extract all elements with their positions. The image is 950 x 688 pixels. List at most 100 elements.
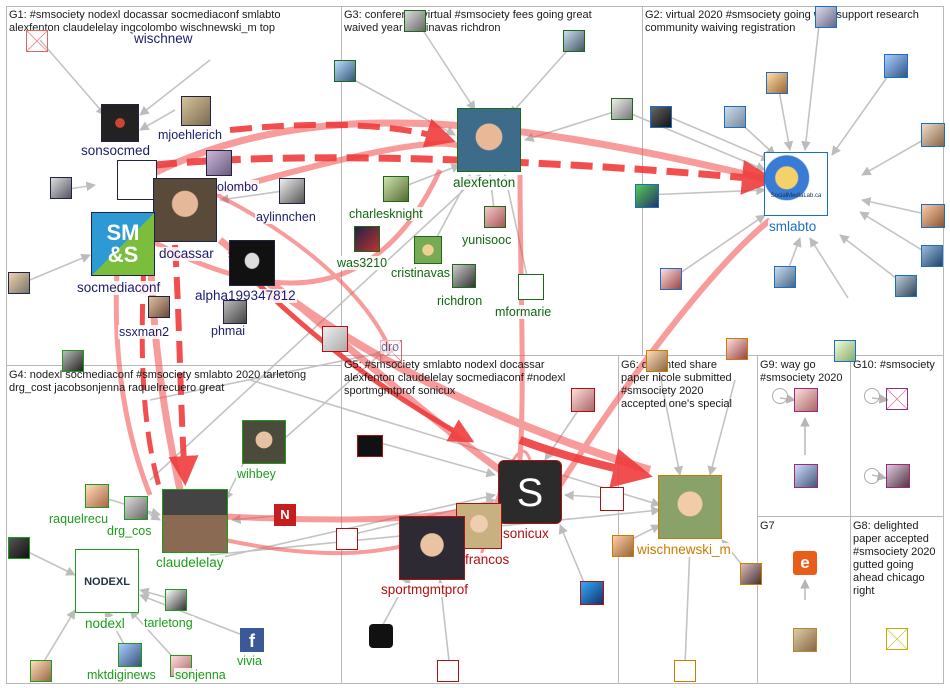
broken-image-node[interactable] — [26, 30, 48, 52]
label-mformarie: mformarie — [494, 305, 553, 319]
avatar-g2-3[interactable] — [884, 54, 908, 78]
label-yunisooc: yunisooc — [461, 233, 513, 247]
label-sonicux: sonicux — [502, 526, 550, 541]
avatar-dataroom[interactable] — [117, 160, 157, 200]
group-title-g5: G5: #smsociety smlabto nodexl docassar a… — [344, 359, 566, 397]
avatar-cristinavas[interactable] — [414, 236, 442, 264]
avatar-g2-7[interactable] — [635, 184, 659, 208]
avatar-g10-1[interactable] — [864, 388, 880, 404]
avatar-g9-3[interactable] — [794, 464, 818, 488]
avatar-g3-left[interactable] — [334, 60, 356, 82]
avatar-g2-8[interactable] — [921, 204, 945, 228]
avatar-small-left[interactable] — [50, 177, 72, 199]
avatar-sportmgmtprof[interactable] — [399, 516, 465, 580]
avatar-g3-top1[interactable] — [404, 10, 426, 32]
avatar-yunisooc[interactable] — [484, 206, 506, 228]
logo-smlabto[interactable]: SocialMediaLab.ca — [764, 152, 828, 216]
avatar-g6-1[interactable] — [646, 350, 668, 372]
avatar-was3210[interactable] — [354, 226, 380, 252]
avatar-alpha199347812[interactable] — [229, 240, 275, 286]
avatar-g5-7[interactable] — [580, 581, 604, 605]
avatar-mktdiginews[interactable] — [118, 643, 142, 667]
avatar-g2-11[interactable] — [774, 266, 796, 288]
avatar-g4-bottom[interactable] — [30, 660, 52, 682]
avatar-claudelelay[interactable] — [162, 489, 228, 553]
avatar-charlesknight[interactable] — [383, 176, 409, 202]
avatar-g9-1[interactable] — [772, 388, 788, 404]
avatar-wihbey[interactable] — [242, 420, 286, 464]
avatar-ssxman2[interactable] — [148, 296, 170, 318]
logo-sonicux[interactable]: S — [498, 460, 562, 524]
label-colombo: olombo — [216, 180, 259, 194]
avatar-g5-1[interactable] — [357, 435, 383, 457]
avatar-mformarie[interactable] — [518, 274, 544, 300]
label-wischnewski-m: wischnewski_m — [636, 542, 732, 557]
avatar-g10-3[interactable] — [886, 464, 910, 488]
label-vivia: vivia — [236, 654, 264, 668]
logo-nodexl[interactable]: NODEXL — [75, 549, 139, 613]
label-dro: dro — [380, 340, 401, 354]
avatar-g5-3[interactable] — [369, 624, 393, 648]
avatar-far-left[interactable] — [8, 272, 30, 294]
avatar-g3-top2[interactable] — [563, 30, 585, 52]
avatar-g6-4[interactable] — [740, 563, 762, 585]
logo-e-orange[interactable]: e — [793, 551, 817, 575]
label-sportmgmtprof: sportmgmtprof — [380, 582, 470, 597]
avatar-g6-2[interactable] — [726, 338, 748, 360]
avatar-g2-12[interactable] — [895, 275, 917, 297]
avatar-g2-1[interactable] — [815, 6, 837, 28]
group-title-g4: G4: nodexl socmediaconf #smsociety smlab… — [9, 369, 307, 394]
avatar-g2-6[interactable] — [921, 123, 945, 147]
avatar-g2-10[interactable] — [660, 268, 682, 290]
logo-facebook[interactable]: f — [240, 628, 264, 652]
avatar-wischnewski-m[interactable] — [658, 475, 722, 539]
logo-n-red[interactable]: N — [274, 504, 296, 526]
avatar-g5-5[interactable] — [571, 388, 595, 412]
group-title-g8: G8: delighted paper accepted #smsociety … — [853, 520, 936, 597]
avatar-g6-3[interactable] — [612, 535, 634, 557]
avatar-mjoehlerich[interactable] — [181, 96, 211, 126]
avatar-aylinnchen[interactable] — [279, 178, 305, 204]
group-title-g7: G7 — [760, 520, 775, 532]
avatar-g2-5[interactable] — [724, 106, 746, 128]
label-phmai: phmai — [210, 324, 247, 338]
group-title-g2: G2: virtual 2020 #smsociety going way su… — [645, 9, 919, 34]
avatar-g2-13[interactable] — [834, 340, 856, 362]
avatar-g5-6[interactable] — [600, 487, 624, 511]
avatar-g6-5[interactable] — [674, 660, 696, 682]
avatar-g2-2[interactable] — [766, 72, 788, 94]
avatar-docassar[interactable] — [153, 178, 217, 242]
avatar-richdron[interactable] — [452, 264, 476, 288]
label-alexfenton: alexfenton — [452, 175, 517, 190]
avatar-phmai[interactable] — [223, 300, 247, 324]
broken-image-g10[interactable] — [886, 388, 908, 410]
label-mktdiginews: mktdiginews — [86, 668, 157, 682]
label-docassar: docassar — [158, 246, 215, 261]
broken-image-g8[interactable] — [886, 628, 908, 650]
avatar-g3-right[interactable] — [611, 98, 633, 120]
avatar-g4-top[interactable] — [62, 350, 84, 372]
avatar-g10-2[interactable] — [864, 468, 880, 484]
label-alpha199347812: alpha199347812 — [194, 288, 297, 303]
avatar-alexfenton[interactable] — [457, 108, 521, 172]
label-wihbey: wihbey — [236, 467, 277, 481]
avatar-sonsocmed[interactable] — [101, 104, 139, 142]
avatar-drg-cost[interactable] — [124, 496, 148, 520]
group-title-g9: G9: way go #smsociety 2020 — [760, 359, 843, 384]
avatar-g5-8[interactable] — [322, 326, 348, 352]
avatar-g9-2[interactable] — [794, 388, 818, 412]
label-mjoehlerich: mjoehlerich — [157, 128, 223, 142]
avatar-g4-left[interactable] — [8, 537, 30, 559]
avatar-raquelrecuero[interactable] — [85, 484, 109, 508]
avatar-tarletong[interactable] — [165, 589, 187, 611]
avatar-g2-9[interactable] — [921, 245, 943, 267]
avatar-g7-2[interactable] — [793, 628, 817, 652]
label-claudelelay: claudelelay — [155, 555, 225, 570]
logo-socmediaconf[interactable]: SM &S — [91, 212, 155, 276]
avatar-colombo[interactable] — [206, 150, 232, 176]
avatar-g5-4[interactable] — [437, 660, 459, 682]
group-title-g6: G6: delighted share paper nicole submitt… — [621, 359, 732, 410]
avatar-g5-2[interactable] — [336, 528, 358, 550]
avatar-g2-4[interactable] — [650, 106, 672, 128]
label-ssxman2: ssxman2 — [118, 325, 171, 339]
